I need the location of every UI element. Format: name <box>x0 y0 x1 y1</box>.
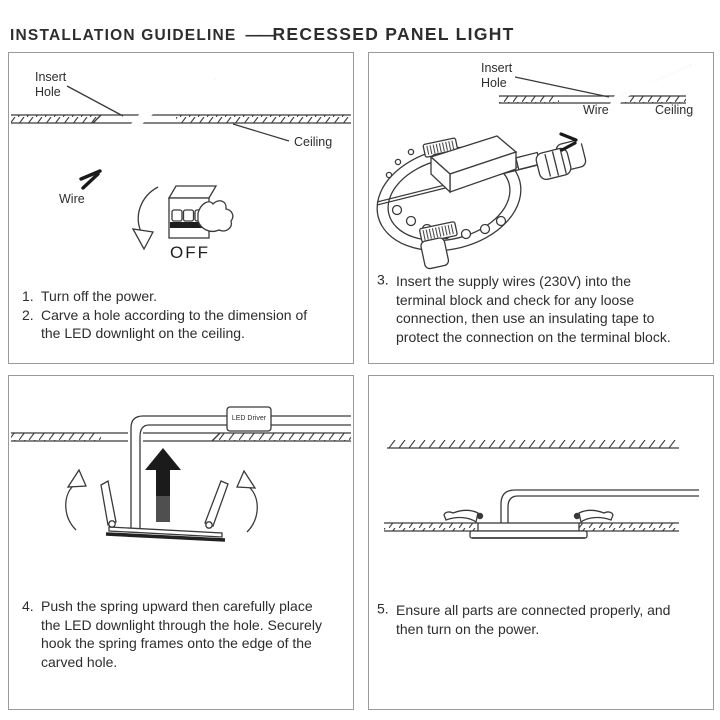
instructions-step-1-2: 1. Turn off the power. 2. Carve a hole a… <box>22 287 349 343</box>
supply-wire <box>500 489 699 524</box>
installed-downlight-illustration <box>384 440 699 539</box>
step-text: Push the spring upward then carefully pl… <box>41 598 322 670</box>
panel-step-4: LED Driver 4. Push the spring upward the… <box>8 375 354 710</box>
led-driver-label: LED Driver <box>231 415 267 422</box>
page-title-right: RECESSED PANEL LIGHT <box>272 24 515 44</box>
downlight-fixture-back <box>376 135 587 270</box>
roof-slab-hatching <box>387 440 679 449</box>
spring-right-folded <box>573 509 614 524</box>
step-item-5: 5. Ensure all parts are connected proper… <box>377 601 709 638</box>
step-number: 5. <box>377 600 389 617</box>
supply-wire <box>559 61 694 152</box>
spring-left-folded <box>443 509 484 524</box>
spring-right <box>204 480 229 529</box>
instructions-step-4: 4. Push the spring upward then carefully… <box>22 597 349 671</box>
instructions-step-5: 5. Ensure all parts are connected proper… <box>377 601 709 638</box>
panel-step-3: Insert Hole Wire Ceiling 3. Insert the s… <box>368 52 714 364</box>
ceiling-label: Ceiling <box>294 135 333 149</box>
panel-step-1-2: Insert Hole Ceiling Wire OFF 1. Turn off… <box>8 52 354 364</box>
step-item-2: 2. Carve a hole according to the dimensi… <box>22 306 349 343</box>
step-item-4: 4. Push the spring upward then carefully… <box>22 597 349 671</box>
insert-hole-pointer-line <box>514 76 610 98</box>
rotate-down-arrow-icon <box>131 186 159 251</box>
off-label: OFF <box>170 243 210 262</box>
power-switch <box>167 185 234 239</box>
spring-left <box>100 479 117 528</box>
title-separator-dashes: —— <box>245 27 274 44</box>
spring-clip-bottom <box>419 221 458 270</box>
up-arrow-icon <box>145 448 181 522</box>
step-text: Carve a hole according to the dimension … <box>41 306 308 342</box>
ceiling-cross-section <box>499 95 686 104</box>
terminal-block <box>535 139 587 181</box>
step-text: Turn off the power. <box>41 288 157 304</box>
step-text: Ensure all parts are connected properly,… <box>396 602 671 637</box>
insert-hole-label: Insert Hole <box>35 70 67 99</box>
ceiling-pointer-line <box>232 123 290 142</box>
turn-off-power-illustration <box>11 74 351 251</box>
step-item-3: 3. Insert the supply wires (230V) into t… <box>377 272 709 346</box>
rotate-up-arrow-left-icon <box>65 468 87 531</box>
wire-label: Wire <box>59 192 85 206</box>
ceiling-cross-section <box>11 114 351 124</box>
insert-hole-label: Insert Hole <box>481 61 513 90</box>
led-driver-box <box>226 406 272 432</box>
step-number: 4. <box>22 598 34 614</box>
instructions-step-3: 3. Insert the supply wires (230V) into t… <box>377 272 709 346</box>
supply-wire <box>79 74 217 190</box>
wire-label: Wire <box>583 103 609 117</box>
panel-step-5: 5. Ensure all parts are connected proper… <box>368 375 714 710</box>
step-number: 3. <box>377 271 389 288</box>
installed-downlight <box>443 509 614 539</box>
step-number: 2. <box>22 306 34 323</box>
downlight-side-view <box>100 479 229 542</box>
wire-terminal-block-illustration <box>376 61 694 270</box>
page-title: INSTALLATION GUIDELINE —— RECESSED PANEL… <box>10 24 515 45</box>
led-driver-box <box>429 135 518 194</box>
step-item-1: 1. Turn off the power. <box>22 287 349 306</box>
supply-wire <box>128 415 351 528</box>
rotate-up-arrow-right-icon <box>236 469 258 533</box>
ceiling-cross-section <box>11 432 351 442</box>
hand-icon <box>197 200 234 233</box>
page-title-left: INSTALLATION GUIDELINE <box>10 27 237 44</box>
insert-hole-pointer-line <box>66 85 124 117</box>
step-text: Insert the supply wires (230V) into the … <box>396 273 671 345</box>
ceiling-cross-section <box>384 522 679 532</box>
switch-slot <box>170 222 212 228</box>
step-number: 1. <box>22 288 34 304</box>
push-spring-upward-illustration <box>11 406 351 542</box>
ceiling-label: Ceiling <box>655 103 694 117</box>
